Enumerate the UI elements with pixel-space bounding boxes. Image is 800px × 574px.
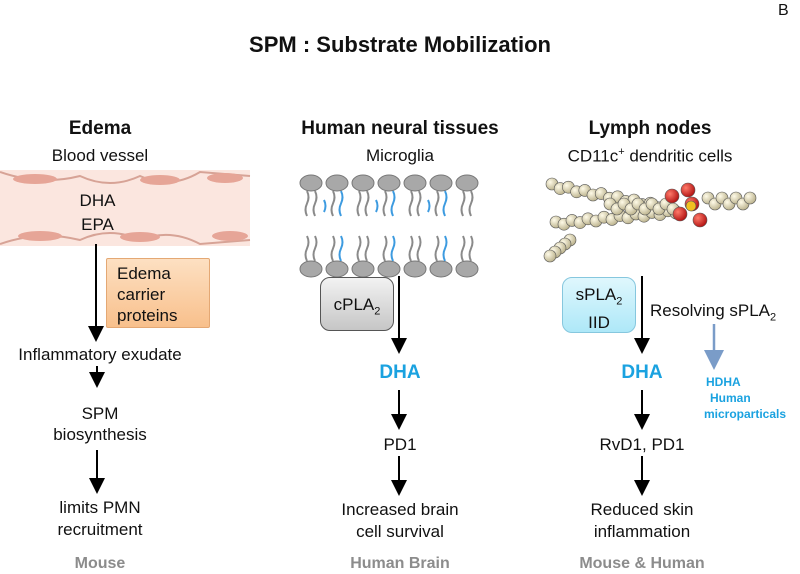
lipid-tail: [442, 235, 448, 262]
col1-step-recruitment: recruitment: [57, 520, 143, 539]
col1-subheader: Blood vessel: [51, 146, 149, 165]
lipid-tail: [356, 235, 362, 262]
col1-step-limits: limits PMN: [59, 498, 141, 517]
lipid-head: [455, 174, 479, 192]
lipid-tail: [416, 190, 422, 217]
lipid-tail: [330, 190, 336, 217]
lipid-head: [351, 174, 375, 192]
lipid-tail: [468, 235, 474, 262]
lipid-head: [377, 174, 401, 192]
lipid-tail: [416, 235, 422, 262]
lipid-tail: [390, 235, 396, 262]
lipid-tail: [323, 199, 327, 213]
side-note-microparticals: microparticals: [704, 407, 787, 421]
vessel-dha: DHA: [79, 191, 116, 210]
col3-step-rvd1-pd1: RvD1, PD1: [599, 435, 685, 454]
col3-dha: DHA: [621, 362, 663, 383]
col2-dha: DHA: [379, 362, 421, 383]
col1-step-exudate: Inflammatory exudate: [18, 345, 182, 364]
lipid-head: [455, 260, 479, 278]
lipid-tail: [312, 190, 318, 217]
lipid-tail: [364, 190, 370, 217]
edema-carrier-proteins-box: Edema carrier proteins: [106, 258, 210, 328]
lipid-tail: [382, 235, 388, 262]
cpla2-box: cPLA2: [320, 277, 394, 331]
resolving-spla2-label: Resolving sPLA2: [650, 301, 777, 324]
lipid-head: [351, 260, 375, 278]
lipid-tail: [442, 190, 448, 217]
blood-vessel-illustration: [0, 170, 251, 246]
panel-label: B: [778, 2, 789, 19]
lipid-tail: [330, 235, 336, 262]
atom-bead: [685, 200, 697, 212]
lipid-tail: [304, 190, 310, 217]
lipid-tail: [312, 235, 318, 262]
atom-bead: [672, 206, 688, 222]
col2-footer: Human Brain: [350, 555, 450, 572]
atom-bead: [543, 249, 557, 263]
col1-header: Edema: [68, 118, 132, 139]
lipid-tail: [408, 235, 414, 262]
col3-footer: Mouse & Human: [579, 555, 705, 572]
vessel-epa: EPA: [81, 215, 114, 234]
atom-bead: [664, 188, 680, 204]
lipid-tail: [390, 190, 396, 217]
side-note-hdha: HDHA: [706, 375, 741, 389]
lipid-head: [403, 260, 427, 278]
lipid-tail: [364, 235, 370, 262]
atom-bead: [680, 182, 696, 198]
lipid-tail: [427, 199, 431, 213]
col2-step-survival: cell survival: [356, 522, 444, 541]
lipid-head: [377, 260, 401, 278]
col3-step-inflammation: inflammation: [593, 522, 691, 541]
col3-subheader: CD11c+ dendritic cells: [567, 146, 733, 166]
col3-step-reduced: Reduced skin: [590, 500, 694, 519]
lipid-tail: [434, 190, 440, 217]
spla2-iid-box: sPLA2 IID: [562, 277, 636, 333]
col2-step-increased: Increased brain: [341, 500, 459, 519]
lipid-tail: [338, 190, 344, 217]
lipid-tail: [338, 235, 344, 262]
carrier-box-line-2: carrier: [117, 285, 166, 304]
lipid-tail: [434, 235, 440, 262]
lipid-tail: [468, 190, 474, 217]
lipid-head: [325, 174, 349, 192]
col2-subheader: Microglia: [365, 146, 435, 165]
lipid-tail: [375, 199, 379, 213]
lipid-head: [429, 174, 453, 192]
lipid-head: [429, 260, 453, 278]
lipid-molecule-model: [543, 177, 757, 263]
lipid-tail: [460, 235, 466, 262]
col1-footer: Mouse: [74, 555, 126, 572]
lipid-tail: [382, 190, 388, 217]
col2-step-pd1: PD1: [383, 435, 417, 454]
lipid-bilayer-illustration: [299, 174, 479, 278]
lipid-head: [403, 174, 427, 192]
lipid-head: [325, 260, 349, 278]
col2-header: Human neural tissues: [301, 118, 499, 139]
page-title: SPM : Substrate Mobilization: [249, 32, 551, 57]
carrier-box-line-3: proteins: [117, 306, 178, 325]
col1-step-spm: SPM: [81, 404, 119, 423]
lipid-tail: [356, 190, 362, 217]
atom-bead: [743, 191, 757, 205]
col3-header: Lymph nodes: [588, 118, 712, 139]
lipid-head: [299, 260, 323, 278]
lipid-head: [299, 174, 323, 192]
lipid-tail: [304, 235, 310, 262]
atom-bead: [692, 212, 708, 228]
side-note-human: Human: [710, 391, 751, 405]
carrier-box-line-1: Edema: [117, 264, 171, 283]
col1-step-biosynthesis: biosynthesis: [53, 425, 147, 444]
lipid-tail: [408, 190, 414, 217]
lipid-tail: [460, 190, 466, 217]
